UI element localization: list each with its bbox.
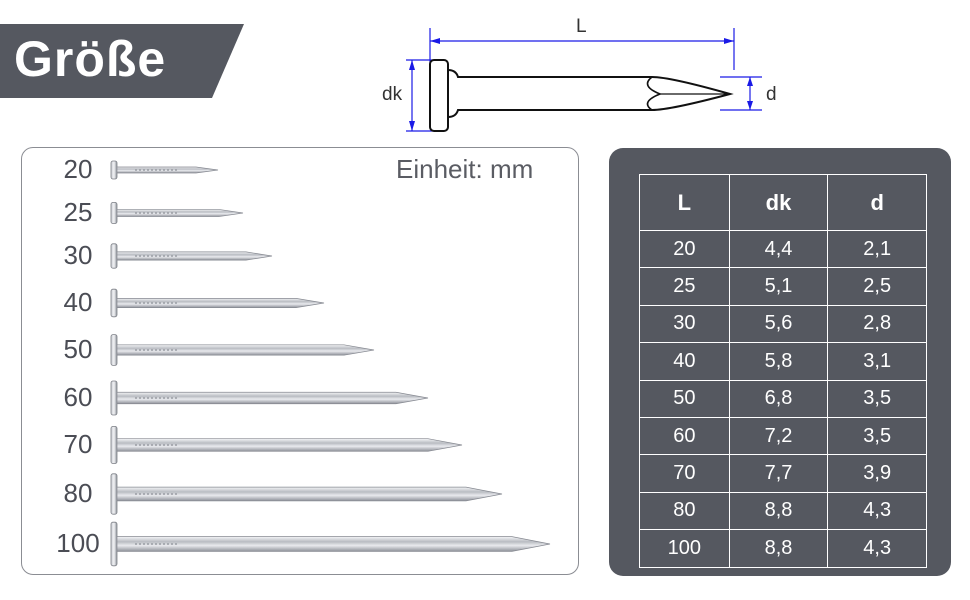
nail <box>110 380 429 416</box>
table-header-row: L dk d <box>639 174 927 231</box>
cell-length: 60 <box>639 416 730 456</box>
nail-shank <box>116 438 463 452</box>
cell-shank-diameter: 2,5 <box>827 267 927 306</box>
nail-head <box>110 243 118 269</box>
nails-illustration <box>110 160 551 567</box>
nail-diagram-svg <box>406 28 762 132</box>
length-label: L <box>576 16 587 37</box>
size-label: 20 <box>63 154 93 184</box>
nail-head <box>110 380 118 416</box>
nail-head <box>110 288 118 318</box>
nail <box>110 473 503 515</box>
nail-shank <box>116 298 325 308</box>
size-label: 100 <box>56 528 100 558</box>
cell-length: 30 <box>639 304 730 344</box>
nail-head <box>110 334 118 366</box>
nail <box>110 334 375 366</box>
shank-diameter-label: d <box>766 84 777 105</box>
cell-length: 50 <box>639 379 730 418</box>
nail-sizes-panel: Einheit: mm 20 25 30 40 50 60 70 80 100 <box>21 147 579 575</box>
cell-length: 25 <box>639 267 730 306</box>
nail-shank <box>116 344 375 356</box>
nail <box>110 202 244 225</box>
nail-head <box>110 160 118 180</box>
cell-head-diameter: 8,8 <box>728 491 829 531</box>
cell-shank-diameter: 3,5 <box>827 379 927 418</box>
cell-head-diameter: 5,8 <box>728 342 829 381</box>
cell-length: 80 <box>639 491 730 531</box>
cell-head-diameter: 7,2 <box>728 416 829 456</box>
cell-shank-diameter: 3,5 <box>827 416 927 456</box>
cell-length: 20 <box>639 229 730 269</box>
nail-shank <box>116 391 429 405</box>
size-label: 60 <box>63 382 93 412</box>
cell-shank-diameter: 3,9 <box>827 454 927 493</box>
cell-head-diameter: 8,8 <box>728 529 829 568</box>
cell-shank-diameter: 4,3 <box>827 529 927 568</box>
nail <box>110 521 551 567</box>
header-shank-diameter: d <box>827 174 927 231</box>
size-label: 40 <box>63 287 93 317</box>
cell-length: 70 <box>639 454 730 493</box>
nail-shank <box>116 209 244 217</box>
nail-shank <box>116 251 273 261</box>
cell-shank-diameter: 2,1 <box>827 229 927 269</box>
cell-shank-diameter: 3,1 <box>827 342 927 381</box>
header-head-diameter: dk <box>728 174 829 231</box>
cell-length: 40 <box>639 342 730 381</box>
cell-shank-diameter: 2,8 <box>827 304 927 344</box>
title-banner: Größe <box>0 24 244 98</box>
size-label: 70 <box>63 429 93 459</box>
nail-head <box>110 521 118 567</box>
nail <box>110 425 463 464</box>
header-length: L <box>639 174 730 231</box>
size-label: 30 <box>63 240 93 270</box>
size-label: 25 <box>63 197 93 227</box>
cell-shank-diameter: 4,3 <box>827 491 927 531</box>
nail-head <box>110 425 118 464</box>
nail-head <box>110 473 118 515</box>
cell-head-diameter: 6,8 <box>728 379 829 418</box>
title-banner-shape <box>0 24 244 98</box>
nail <box>110 288 325 318</box>
cell-head-diameter: 4,4 <box>728 229 829 269</box>
nail-head <box>110 202 118 225</box>
head-diameter-label: dk <box>382 84 403 105</box>
nail <box>110 160 219 180</box>
size-label: 50 <box>63 334 93 364</box>
size-label: 80 <box>63 478 93 508</box>
nail <box>110 243 273 269</box>
unit-label: Einheit: mm <box>396 154 534 184</box>
page-title: Größe <box>14 31 167 87</box>
nail-shank <box>116 486 503 502</box>
cell-head-diameter: 5,6 <box>728 304 829 344</box>
nail-shank <box>116 536 551 552</box>
nail-dimension-diagram: L dk d <box>370 14 790 144</box>
cell-head-diameter: 7,7 <box>728 454 829 493</box>
cell-length: 100 <box>639 529 730 568</box>
cell-head-diameter: 5,1 <box>728 267 829 306</box>
